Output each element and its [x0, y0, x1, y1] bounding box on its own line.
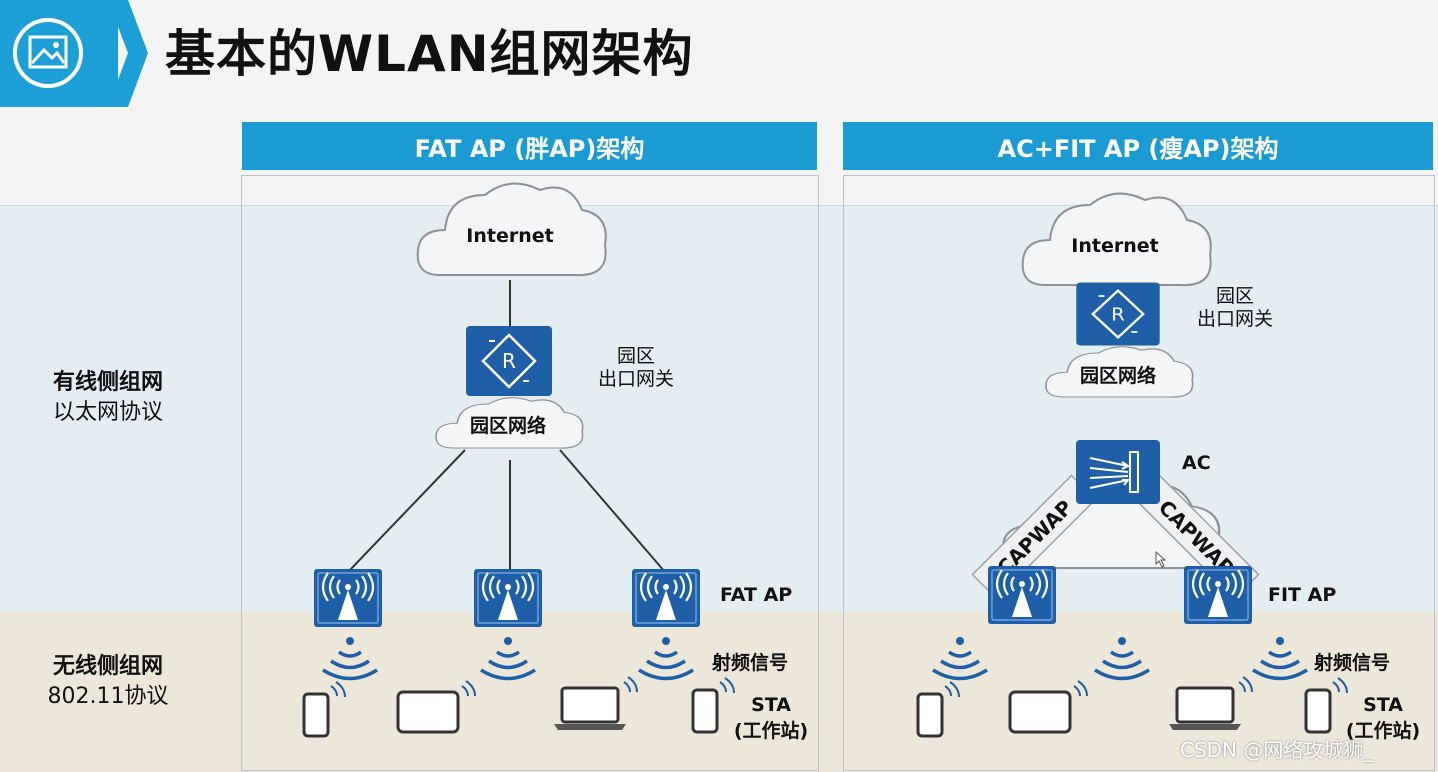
right-panel-header: AC+FIT AP (瘦AP)架构: [843, 122, 1433, 170]
cursor-icon: [1155, 550, 1167, 568]
right-gateway-line1: 园区: [1215, 285, 1254, 307]
left-link-ap3: [559, 449, 666, 573]
wireless-title: 无线侧组网: [52, 654, 163, 679]
wired-side-label: 有线侧组网 以太网协议: [28, 368, 188, 428]
left-sta-line2: (工作站): [733, 720, 809, 742]
left-panel: [241, 175, 819, 771]
watermark: CSDN @网络攻城狮_: [1180, 738, 1374, 762]
fit-ap-label: FIT AP: [1268, 584, 1337, 606]
right-gateway-line2: 出口网关: [1196, 308, 1273, 330]
left-internet-label: Internet: [466, 225, 553, 247]
right-gateway-label: 园区 出口网关: [1185, 285, 1285, 331]
right-router-icon: [1075, 281, 1161, 347]
wired-sub: 以太网协议: [52, 400, 163, 425]
left-campus-label: 园区网络: [470, 414, 546, 437]
fat-ap-label: FAT AP: [720, 584, 793, 606]
left-link-ap1: [347, 449, 466, 573]
right-campus-label: 园区网络: [1080, 364, 1156, 387]
left-sta-label: STA (工作站): [728, 692, 814, 744]
right-sta-label: STA (工作站): [1340, 692, 1426, 744]
left-tablet-icon: [396, 679, 477, 734]
ac-switch-icon: [1076, 440, 1160, 504]
left-wifi-signal-icon-1: [321, 635, 379, 681]
wireless-side-label: 无线侧组网 802.11协议: [28, 652, 188, 712]
right-laptop-icon: [1167, 675, 1254, 732]
page-title: 基本的WLAN组网架构: [165, 25, 694, 83]
left-wifi-signal-icon-3: [637, 635, 695, 681]
left-signal-label: 射频信号: [712, 652, 789, 674]
left-phone-icon-1: [302, 680, 347, 738]
left-gateway-line2: 出口网关: [597, 368, 674, 390]
ac-label: AC: [1182, 452, 1211, 474]
right-internet-label: Internet: [1071, 235, 1158, 257]
left-ap-icon-1: [312, 567, 384, 629]
wired-title: 有线侧组网: [52, 370, 163, 395]
left-laptop-icon: [552, 675, 639, 732]
left-router-icon: [464, 324, 554, 398]
right-wifi-signal-icon-2: [1093, 635, 1151, 681]
left-ap-icon-3: [630, 567, 702, 629]
right-ap-icon-1: [986, 564, 1058, 626]
right-wifi-signal-icon-1: [931, 635, 989, 681]
right-ap-icon-2: [1182, 564, 1254, 626]
right-signal-label: 射频信号: [1314, 652, 1391, 674]
right-sta-line1: STA: [1363, 694, 1403, 716]
left-gateway-line1: 园区: [616, 345, 655, 367]
wireless-sub: 802.11协议: [47, 684, 169, 709]
left-wifi-signal-icon-2: [479, 635, 537, 681]
right-wifi-signal-icon-3: [1251, 635, 1309, 681]
right-phone-icon-1: [916, 680, 961, 738]
left-sta-line1: STA: [751, 694, 791, 716]
right-tablet-icon: [1008, 679, 1089, 734]
left-panel-header: FAT AP (胖AP)架构: [242, 122, 817, 170]
right-panel: [843, 175, 1435, 771]
right-sta-line2: (工作站): [1345, 720, 1421, 742]
left-ap-icon-2: [472, 567, 544, 629]
left-gateway-label: 园区 出口网关: [586, 345, 686, 391]
picture-icon: [13, 0, 148, 107]
